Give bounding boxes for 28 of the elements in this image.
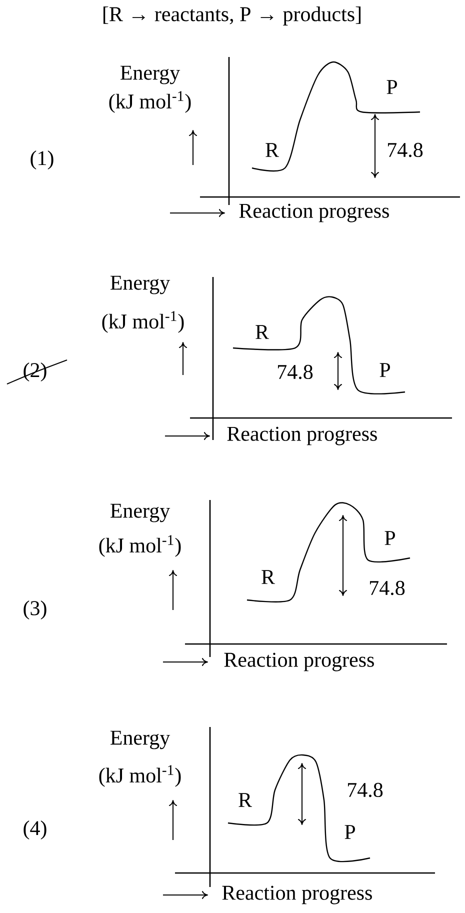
unit-label: (kJ mol$^{-1}$) — [102, 311, 184, 333]
unit-label: (kJ mol$^{-1}$) — [99, 765, 181, 787]
option-number: (3) — [24, 600, 46, 620]
value-label: 74.8 — [348, 782, 383, 798]
axis-title: Reaction progress — [222, 886, 372, 904]
axis-title: Energy — [110, 276, 170, 294]
header-note: [R → reactants, P → products] — [104, 6, 360, 26]
axis-title: Energy — [110, 504, 170, 522]
curve-label: R — [262, 570, 275, 584]
axis-title: Energy — [120, 66, 180, 84]
option-number: (4) — [24, 820, 46, 840]
value-label: 74.8 — [278, 364, 313, 380]
axis-title: Reaction progress — [239, 204, 389, 222]
axis-title: Reaction progress — [224, 652, 374, 672]
curve-label: P — [344, 825, 355, 839]
curve-label: R — [266, 143, 279, 157]
curve-label: R — [256, 325, 269, 339]
curve-label: P — [386, 80, 397, 94]
value-label: 74.8 — [388, 142, 423, 158]
option-number: (1) — [30, 150, 54, 170]
unit-label: (kJ mol$^{-1}$) — [99, 535, 181, 557]
value-label: 74.8 — [370, 580, 405, 596]
curve-label: P — [380, 363, 390, 377]
curve-label: P — [384, 531, 395, 545]
unit-label: (kJ mol$^{-1}$) — [109, 91, 191, 113]
axis-title: Energy — [110, 730, 170, 750]
curve-label: R — [238, 793, 252, 807]
axis-title: Reaction progress — [227, 426, 377, 446]
